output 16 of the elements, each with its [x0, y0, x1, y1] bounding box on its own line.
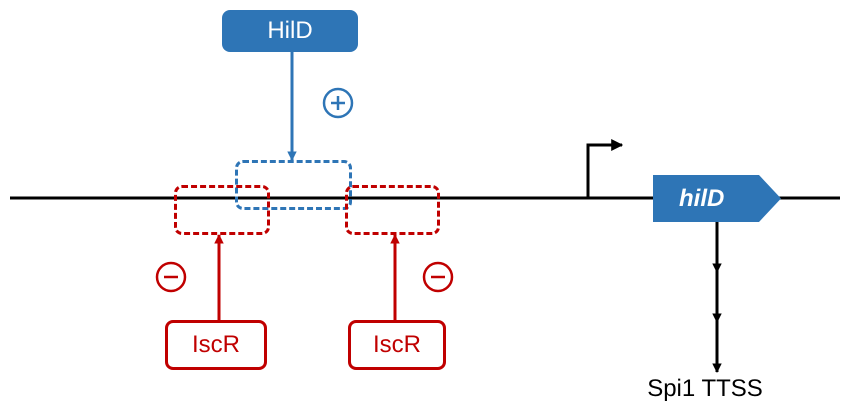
arrow: [390, 234, 400, 320]
binding-site-box: [345, 185, 440, 235]
protein-name: IscR: [192, 331, 240, 359]
binding-site-box: [174, 185, 270, 235]
gene-arrow: [653, 175, 781, 222]
binding-site-box: [235, 160, 352, 210]
arrow: [712, 222, 722, 373]
arrow: [214, 234, 224, 320]
protein-name: HilD: [267, 17, 313, 45]
output-label: Spi1 TTSS: [647, 375, 763, 403]
protein-box: [165, 320, 267, 370]
protein-box: [222, 10, 358, 52]
protein-box: [348, 320, 446, 370]
protein-name: IscR: [373, 331, 421, 359]
arrow: [287, 52, 297, 161]
gene-name: hilD: [679, 184, 724, 212]
